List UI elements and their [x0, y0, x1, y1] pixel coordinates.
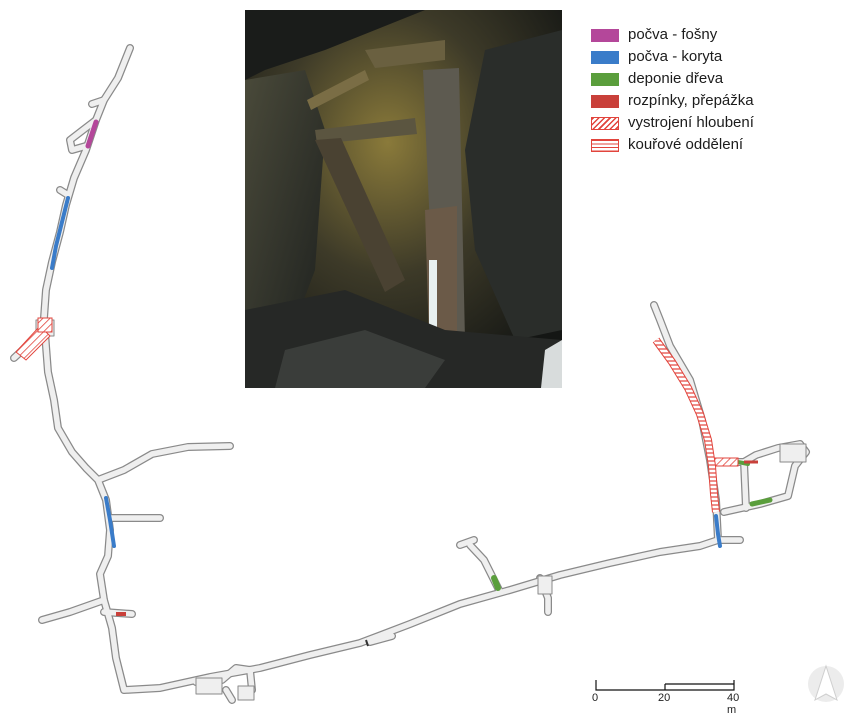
legend-label: počva - koryta: [628, 48, 723, 65]
feature-pocva-fosny: [85, 119, 99, 149]
legend-label: deponie dřeva: [628, 70, 724, 87]
scale-tick-40: 40 m: [727, 692, 740, 716]
legend-swatch: [591, 29, 619, 42]
photo-drawing: [245, 10, 562, 388]
feature-kourove-oddeleni: [652, 337, 720, 513]
legend-label: kouřové oddělení: [628, 136, 744, 153]
scale-tick-20: 20: [658, 692, 671, 704]
feature-pocva-koryta: [50, 196, 722, 548]
legend-swatch: [591, 73, 619, 86]
scale-labels: 0 20 40 m: [588, 676, 748, 716]
legend-swatch: [591, 117, 619, 130]
legend-label: počva - fošny: [628, 26, 718, 43]
scale-bar: [595, 680, 735, 691]
feature-vystrojeni-hloubeni: [15, 317, 739, 467]
legend-swatch: [591, 95, 619, 108]
legend-swatch: [591, 139, 619, 152]
legend-label: vystrojení hloubení: [628, 114, 754, 131]
feature-rozpinky: [116, 460, 758, 647]
scale-tick-0: 0: [592, 692, 599, 704]
feature-deponie-dreva: [491, 460, 773, 591]
legend-label: rozpínky, přepážka: [628, 92, 754, 109]
north-arrow-icon: [808, 664, 844, 702]
mine-timber-photo: [245, 10, 562, 388]
legend-swatch: [591, 51, 619, 64]
